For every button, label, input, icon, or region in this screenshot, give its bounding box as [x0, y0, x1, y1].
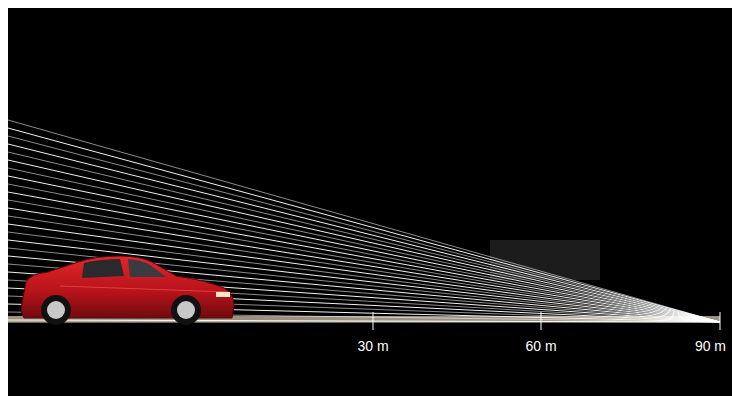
red-car [21, 256, 234, 325]
beam-line [8, 232, 720, 322]
beam-line [8, 216, 720, 322]
beam-line [8, 200, 720, 322]
beam-line [8, 168, 720, 322]
distance-label: 60 m [525, 338, 556, 354]
beam-line [8, 248, 720, 322]
beam-line [8, 208, 720, 322]
beam-line [8, 136, 720, 322]
distance-ticks [373, 312, 720, 330]
beam-line [8, 224, 720, 322]
beam-line [8, 184, 720, 322]
beam-line [8, 128, 720, 322]
light-beam-lines [8, 120, 720, 322]
beam-line [8, 240, 720, 322]
beam-line [8, 160, 720, 322]
beam-line [8, 192, 720, 322]
beam-line [8, 176, 720, 322]
beam-line [8, 144, 720, 322]
beam-line [8, 120, 720, 322]
distance-label: 90 m [695, 338, 726, 354]
beam-line [8, 320, 720, 322]
beam-line [8, 152, 720, 322]
background-panel [8, 8, 732, 396]
distance-label: 30 m [357, 338, 388, 354]
beam-line [8, 256, 720, 322]
